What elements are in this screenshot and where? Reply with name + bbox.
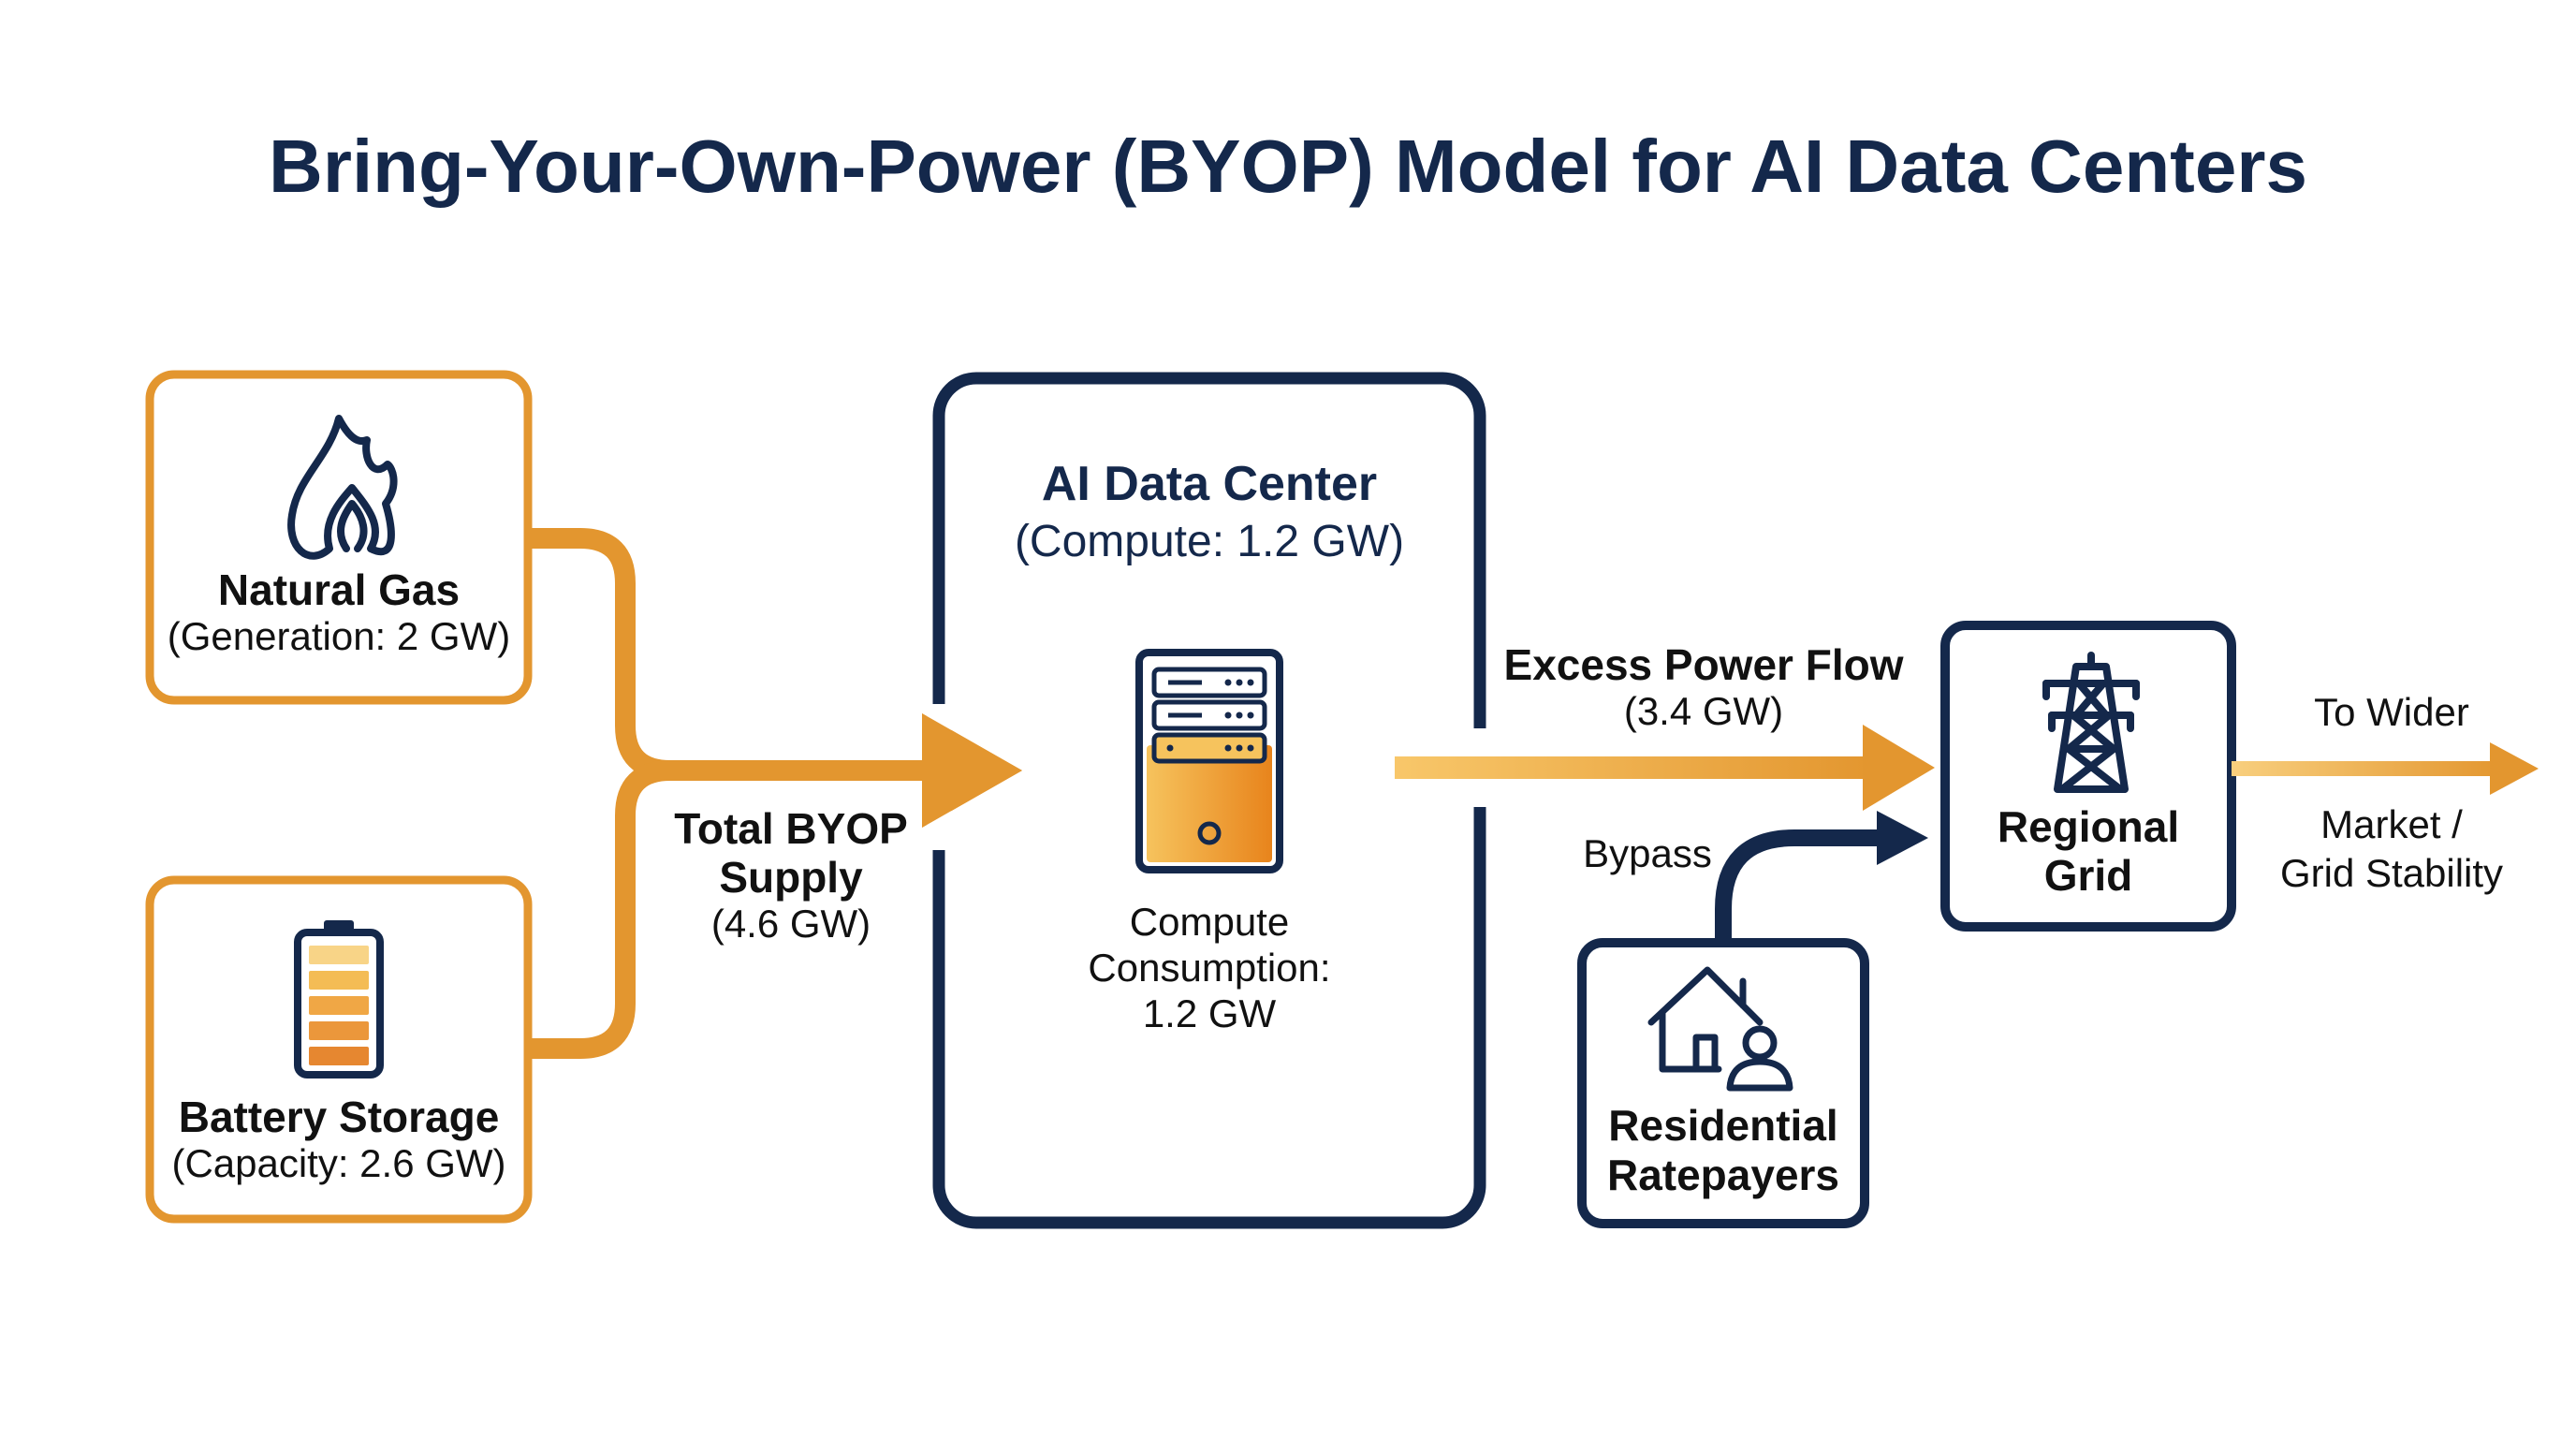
- transmission-tower-icon: [2042, 652, 2140, 793]
- battery-storage-detail: (Capacity: 2.6 GW): [171, 1141, 506, 1185]
- compute-consumption-line1: Compute: [1129, 900, 1290, 944]
- natural-gas-name: Natural Gas: [217, 565, 461, 614]
- page-title: Bring-Your-Own-Power (BYOP) Model for AI…: [269, 125, 2307, 208]
- excess-power-value: (3.4 GW): [1623, 689, 1784, 733]
- total-supply-label-line2: Supply: [719, 853, 863, 902]
- data-center-detail: (Compute: 1.2 GW): [1014, 517, 1405, 566]
- excess-power-label: Excess Power Flow: [1503, 640, 1904, 689]
- bypass-arrow-head: [1877, 811, 1928, 865]
- excess-arrow-shaft: [1395, 756, 1872, 779]
- residential-label-line1: Residential: [1608, 1101, 1838, 1150]
- battery-connector: [528, 760, 671, 1059]
- compute-consumption-line3: 1.2 GW: [1142, 991, 1277, 1035]
- wider-market-line1: To Wider: [2314, 690, 2469, 734]
- server-icon: [1135, 649, 1283, 873]
- residential-label-line2: Ratepayers: [1606, 1151, 1840, 1199]
- regional-grid-label-line2: Grid: [2043, 851, 2133, 900]
- excess-arrow-head: [1863, 725, 1935, 811]
- wider-market-line3: Grid Stability: [2279, 851, 2504, 895]
- gas-connector: [528, 528, 671, 781]
- wider-market-line2: Market /: [2320, 802, 2463, 846]
- battery-icon: [294, 920, 384, 1078]
- total-supply-value: (4.6 GW): [710, 902, 871, 946]
- flame-icon: [287, 415, 398, 560]
- regional-grid-label-line1: Regional: [1997, 802, 2180, 851]
- house-person-icon: [1647, 966, 1793, 1092]
- total-supply-label-line1: Total BYOP: [674, 804, 908, 853]
- natural-gas-detail: (Generation: 2 GW): [167, 614, 511, 658]
- supply-arrow-shaft: [655, 760, 927, 781]
- battery-storage-name: Battery Storage: [178, 1093, 500, 1141]
- bypass-label: Bypass: [1583, 831, 1712, 875]
- compute-consumption-line2: Consumption:: [1088, 946, 1331, 990]
- wider-arrow-head: [2490, 742, 2539, 795]
- supply-arrow-head-overlay: [922, 713, 1022, 828]
- wider-arrow-shaft: [2232, 761, 2503, 776]
- bypass-arrow-path: [1715, 829, 1883, 943]
- data-center-name: AI Data Center: [1041, 457, 1378, 511]
